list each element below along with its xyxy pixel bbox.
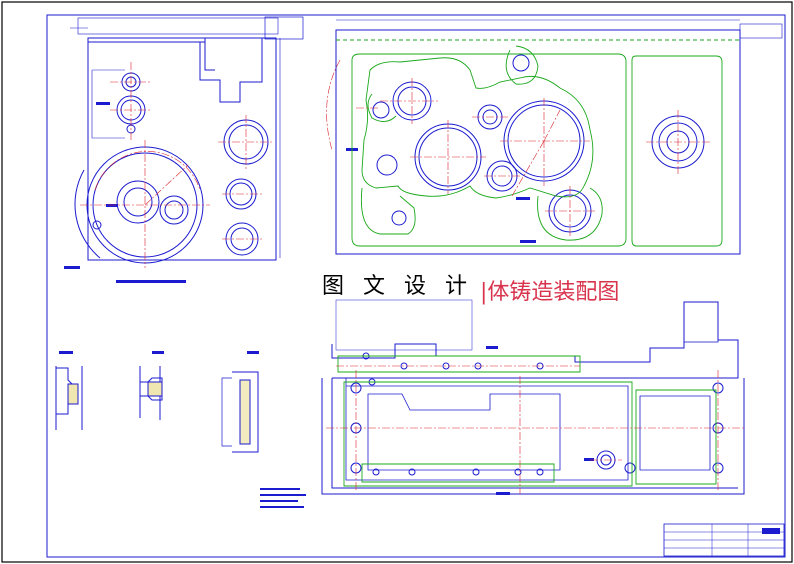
top-left-view — [64, 16, 304, 283]
inner-frame — [46, 14, 786, 558]
top-right-view — [335, 19, 783, 255]
top-left-center-lines — [80, 62, 274, 268]
section-views — [55, 351, 306, 508]
bottom-right-center-lines — [326, 365, 744, 494]
bottom-right-hidden-lines — [337, 355, 717, 487]
drawing-title: |体铸造装配图 — [480, 280, 620, 305]
top-right-center-lines — [326, 59, 710, 236]
watermark-text: 图 文 设 计 — [322, 274, 473, 299]
top-right-hidden-lines — [336, 39, 740, 247]
notes-block — [260, 488, 306, 508]
title-block-title — [714, 528, 744, 537]
